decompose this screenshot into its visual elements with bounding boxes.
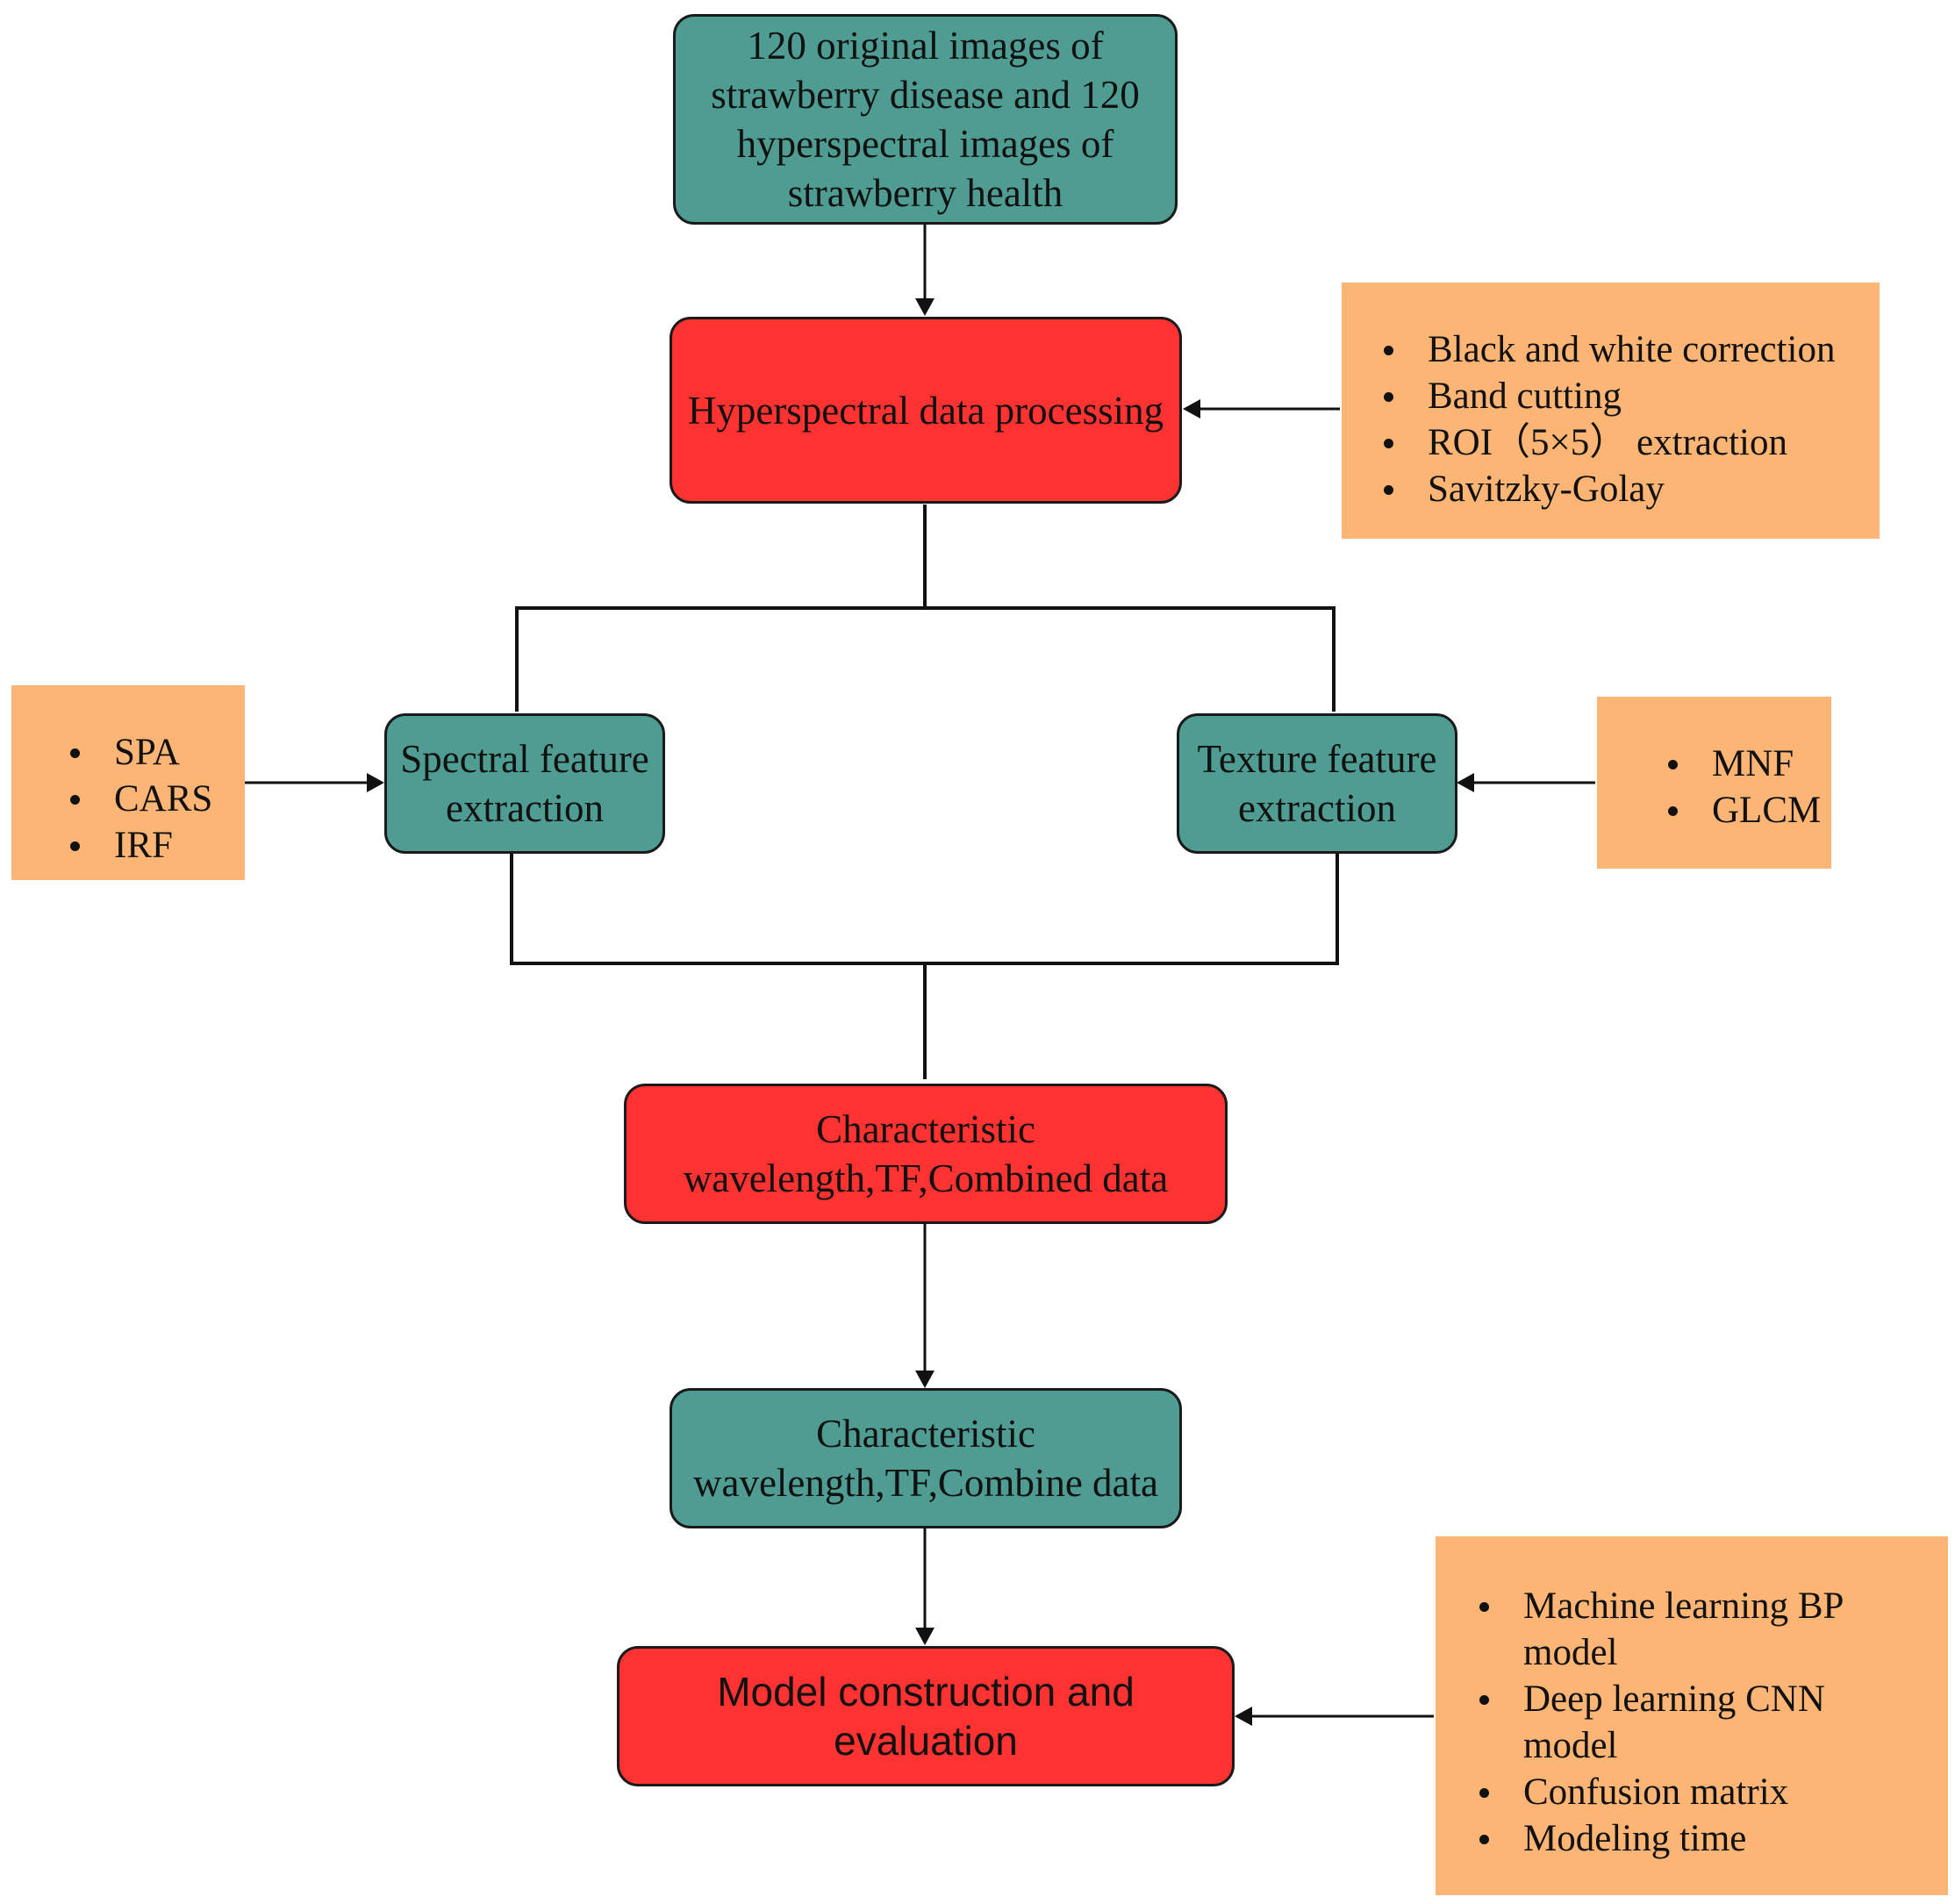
list-item: Savitzky-Golay <box>1371 466 1871 512</box>
list-item: Band cutting <box>1371 373 1871 419</box>
connector-split-right <box>1332 606 1336 712</box>
model-evaluation-label: Model construction and evaluation <box>717 1669 1135 1764</box>
characteristic-combined-node: Characteristic wavelength,TF,Combined da… <box>624 1084 1228 1224</box>
list-item: MNF <box>1656 741 1823 787</box>
arrow-preprocessing-to-processing <box>1183 399 1340 419</box>
model-evaluation-node: Model construction and evaluation <box>617 1646 1235 1786</box>
texture-extraction-label: Texture feature extraction <box>1197 737 1437 830</box>
list-item: Black and white correction <box>1371 326 1871 373</box>
characteristic-combined-label: Characteristic wavelength,TF,Combined da… <box>683 1107 1169 1200</box>
modeling-notes: Machine learning BP model Deep learning … <box>1436 1536 1948 1895</box>
list-item: Machine learning BP model <box>1467 1583 1927 1676</box>
arrow-spectral-methods-to-extraction <box>244 773 384 792</box>
characteristic-combine-label: Characteristic wavelength,TF,Combine dat… <box>692 1412 1159 1505</box>
data-processing-label: Hyperspectral data processing <box>687 388 1164 433</box>
list-item: SPA <box>58 729 236 776</box>
list-item: IRF <box>58 822 236 869</box>
arrow-combined-to-combine <box>915 1224 935 1388</box>
arrow-texture-methods-to-extraction <box>1457 773 1595 792</box>
list-item: Modeling time <box>1467 1815 1927 1862</box>
spectral-methods-notes: SPA CARS IRF <box>11 685 245 880</box>
texture-methods-list: MNF GLCM <box>1656 741 1823 834</box>
connector-merge-right <box>1336 847 1339 965</box>
texture-methods-notes: MNF GLCM <box>1597 697 1831 869</box>
arrow-originals-to-processing <box>915 225 935 316</box>
data-processing-node: Hyperspectral data processing <box>670 317 1182 504</box>
spectral-extraction-node: Spectral feature extraction <box>384 713 665 854</box>
list-item: Deep learning CNN model <box>1467 1676 1927 1769</box>
preprocessing-notes: Black and white correction Band cutting … <box>1342 283 1880 539</box>
original-images-label: 120 original images of strawberry diseas… <box>711 24 1140 215</box>
modeling-list: Machine learning BP model Deep learning … <box>1467 1583 1927 1862</box>
connector-split-horizontal <box>515 606 1336 610</box>
connector-merge-left <box>510 847 513 965</box>
arrow-modeling-notes-to-model <box>1235 1707 1434 1726</box>
list-item: CARS <box>58 776 236 822</box>
list-item: ROI（5×5） extraction <box>1371 419 1871 466</box>
list-item: GLCM <box>1656 787 1823 834</box>
connector-merge-down <box>923 962 927 1079</box>
texture-extraction-node: Texture feature extraction <box>1177 713 1457 854</box>
spectral-extraction-label: Spectral feature extraction <box>400 737 649 830</box>
arrow-combine-to-model <box>915 1528 935 1645</box>
connector-processing-down <box>923 505 927 610</box>
spectral-methods-list: SPA CARS IRF <box>58 729 236 869</box>
connector-split-left <box>515 606 519 712</box>
list-item: Confusion matrix <box>1467 1769 1927 1815</box>
original-images-node: 120 original images of strawberry diseas… <box>673 14 1178 225</box>
characteristic-combine-node: Characteristic wavelength,TF,Combine dat… <box>670 1388 1182 1528</box>
preprocessing-list: Black and white correction Band cutting … <box>1371 326 1871 512</box>
